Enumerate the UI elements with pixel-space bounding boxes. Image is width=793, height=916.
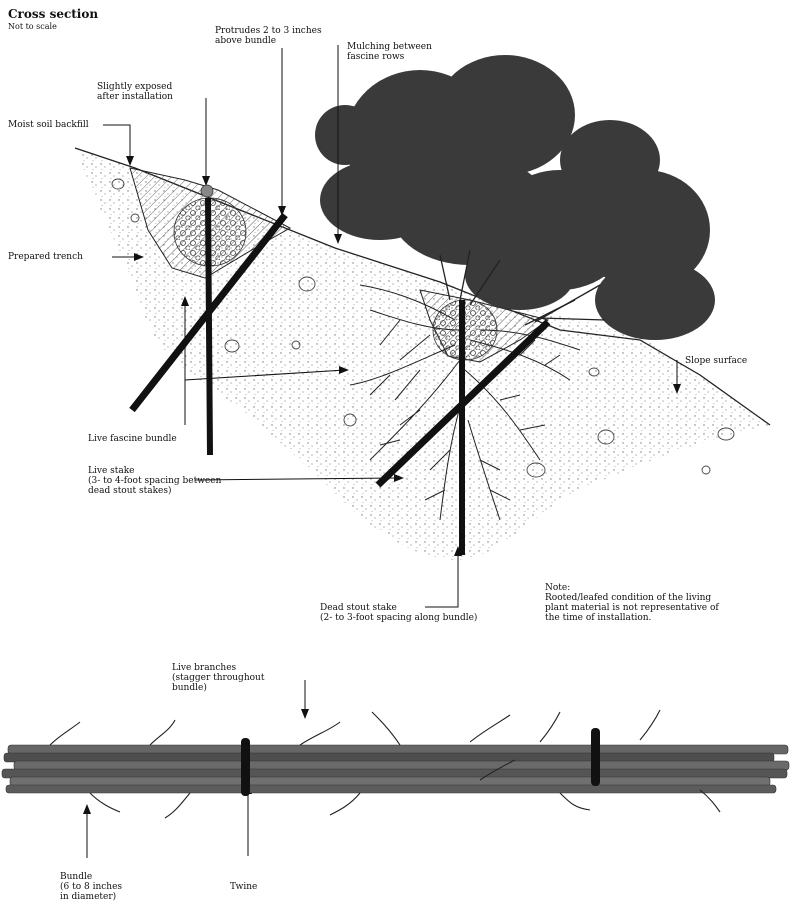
dead-stout-stake-left (208, 198, 210, 455)
label-twine: Twine (230, 882, 257, 892)
twine-left (241, 738, 250, 796)
label-note: Note: Rooted/leafed condition of the liv… (545, 583, 719, 623)
label-moist-soil: Moist soil backfill (8, 120, 89, 130)
fascine-bundle-elevation (2, 710, 789, 818)
label-protrudes: Protrudes 2 to 3 inches above bundle (215, 26, 322, 46)
label-live-stake: Live stake (3- to 4-foot spacing between… (88, 466, 221, 496)
label-live-fascine: Live fascine bundle (88, 434, 177, 444)
bundle-top-exposed (201, 185, 213, 197)
bundle-rod (14, 761, 789, 770)
label-slightly-exposed: Slightly exposed after installation (97, 82, 173, 102)
label-slope-surface: Slope surface (685, 356, 747, 366)
bundle-rod (2, 769, 787, 778)
twine-right (591, 728, 600, 786)
bundle-rod (8, 745, 788, 754)
bundle-rod (4, 753, 774, 762)
bundle-rod (10, 777, 770, 786)
label-live-branches: Live branches (stagger throughout bundle… (172, 663, 264, 693)
label-dead-stout-stake: Dead stout stake (2- to 3-foot spacing a… (320, 603, 477, 623)
label-mulching: Mulching between fascine rows (347, 42, 432, 62)
label-bundle: Bundle (6 to 8 inches in diameter) (60, 872, 122, 902)
bundle-rod (6, 785, 776, 793)
label-prepared-trench: Prepared trench (8, 252, 83, 262)
